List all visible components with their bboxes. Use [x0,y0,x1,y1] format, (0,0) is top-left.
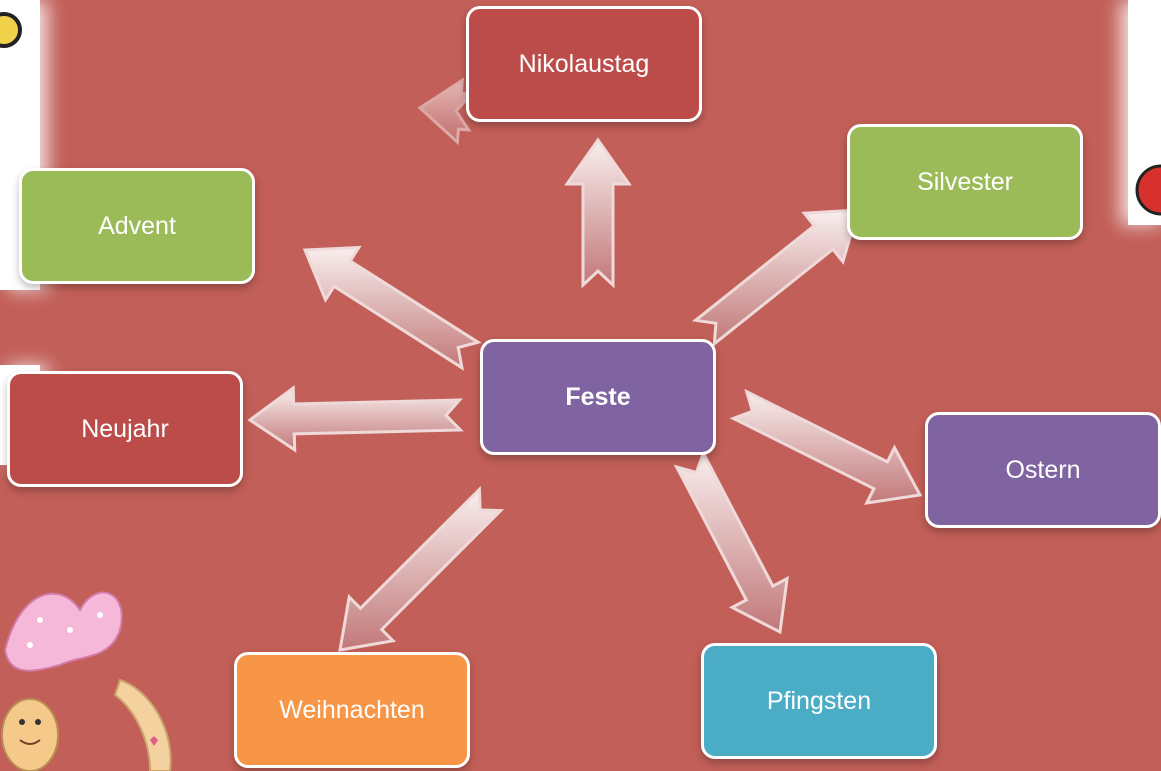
node-feste-center: Feste [480,339,716,455]
arrow-to-advent [302,245,482,371]
arrow-to-ostern [729,388,923,505]
easter-basket-clipart [1,591,172,771]
node-pfingsten: Pfingsten [701,643,937,759]
arrow-faded-nikolaus [417,77,475,146]
clipart-fragment-right [1135,164,1161,216]
node-label: Pfingsten [766,686,872,715]
center-label: Feste [565,382,631,411]
arrow-to-neujahr [247,385,464,453]
node-label: Nikolaustag [518,49,650,78]
arrow-to-silvester [691,208,861,348]
clipart-fragment-top-left [0,12,22,48]
node-neujahr: Neujahr [7,371,243,487]
node-label: Weihnachten [279,695,425,724]
node-silvester: Silvester [847,124,1083,240]
node-weihnachten: Weihnachten [234,652,470,768]
arrow-to-pfingsten [673,449,789,635]
node-label: Neujahr [81,414,169,443]
node-advent: Advent [19,168,255,284]
node-label: Silvester [917,167,1013,196]
arrow-to-weihnachten [338,485,505,652]
node-nikolaustag: Nikolaustag [466,6,702,122]
arrow-to-nikolaustag [564,137,632,289]
node-ostern: Ostern [925,412,1161,528]
node-label: Ostern [1005,455,1081,484]
node-label: Advent [98,211,176,240]
